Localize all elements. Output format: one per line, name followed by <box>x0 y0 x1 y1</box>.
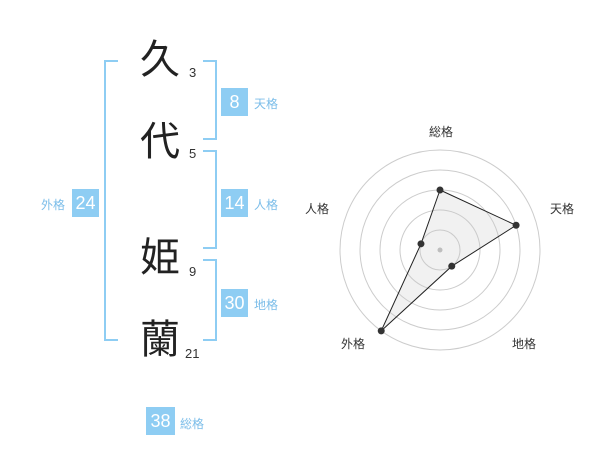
gaikaku-label: 外格 <box>41 198 66 212</box>
radar-point-2 <box>448 262 456 270</box>
chikaku-label: 地格 <box>254 298 279 312</box>
jinkaku-bracket <box>203 150 217 249</box>
soukaku-score-badge: 38 <box>146 407 175 435</box>
radar-point-1 <box>512 221 520 229</box>
radar-axis-label-chikaku: 地格 <box>512 337 537 351</box>
radar-center <box>437 247 443 253</box>
stroke-count-2: 5 <box>189 146 197 161</box>
name-char-2: 代 <box>140 119 180 165</box>
radar-point-4 <box>417 240 425 248</box>
name-char-4: 蘭 <box>140 317 180 363</box>
soukaku-label: 総格 <box>180 417 205 431</box>
radar-point-0 <box>436 186 444 194</box>
name-char-3: 姫 <box>140 235 180 281</box>
gaikaku-bracket <box>104 60 118 341</box>
jinkaku-label: 人格 <box>254 198 279 212</box>
radar-axis-label-soukaku: 総格 <box>429 125 454 139</box>
tenkaku-bracket <box>203 60 217 140</box>
radar-series-polygon <box>380 189 518 332</box>
tenkaku-score-badge: 8 <box>221 88 248 116</box>
chikaku-bracket <box>203 259 217 341</box>
radar-ring <box>419 229 461 271</box>
radar-axis-label-gaikaku: 外格 <box>341 337 366 351</box>
name-char-1: 久 <box>140 37 180 83</box>
radar-point-3 <box>377 327 385 335</box>
jinkaku-score-badge: 14 <box>221 189 248 217</box>
stroke-count-3: 9 <box>189 264 197 279</box>
radar-ring <box>399 209 481 291</box>
stroke-count-1: 3 <box>189 65 197 80</box>
radar-axis-label-tenkaku: 天格 <box>550 202 575 216</box>
stroke-count-4: 21 <box>185 346 200 361</box>
gaikaku-score-badge: 24 <box>72 189 99 217</box>
radar-ring <box>339 149 541 351</box>
tenkaku-label: 天格 <box>254 97 279 111</box>
radar-ring <box>359 169 521 331</box>
radar-axis-label-jinkaku: 人格 <box>305 202 330 216</box>
chikaku-score-badge: 30 <box>221 289 248 317</box>
